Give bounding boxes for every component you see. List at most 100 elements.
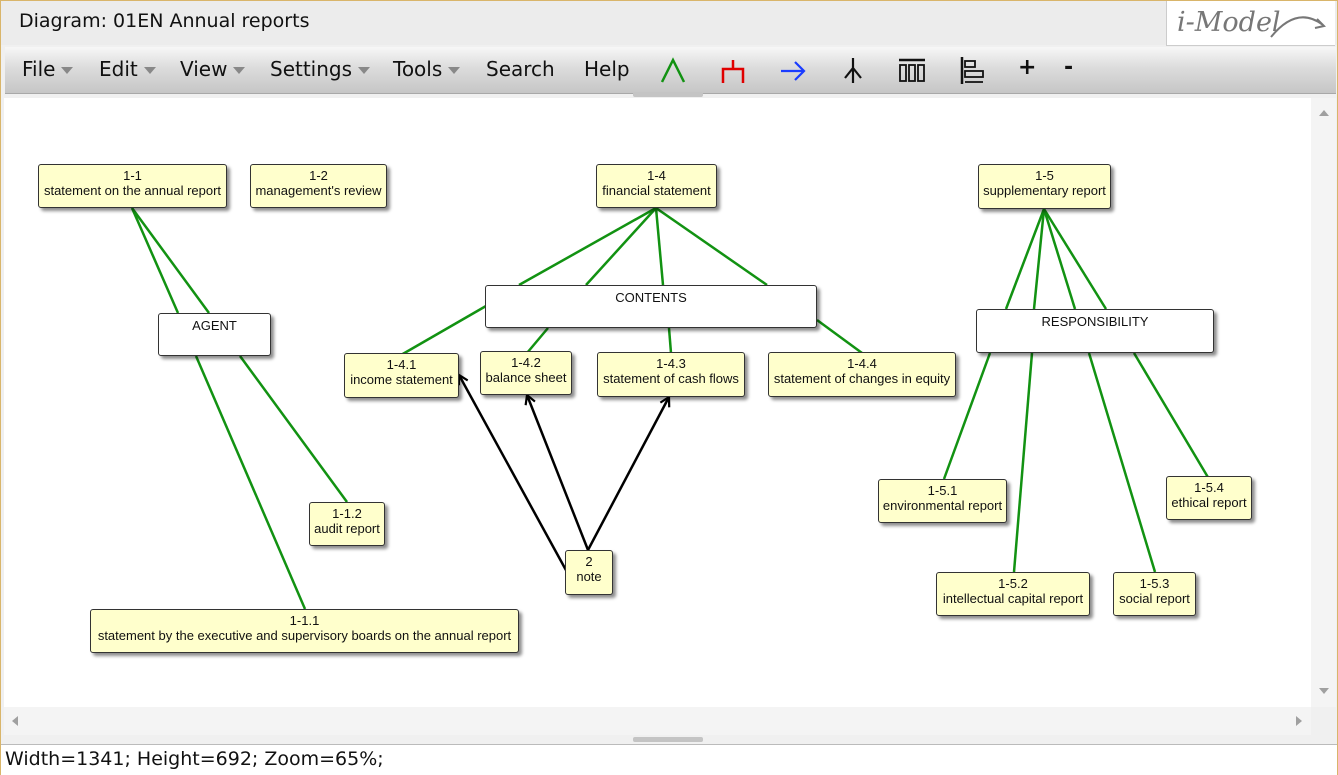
menu-edit[interactable]: Edit — [99, 57, 156, 81]
arrow-right-icon[interactable] — [778, 55, 808, 85]
node-label: supplementary report — [983, 183, 1106, 198]
menu-bar: File Edit View Settings Tools Search Hel… — [5, 47, 1336, 94]
node-id: 1-4.1 — [386, 357, 417, 372]
node-1-5-2[interactable]: 1-5.2 intellectual capital report — [936, 572, 1090, 616]
menu-file[interactable]: File — [22, 57, 74, 81]
chevron-down-icon — [143, 67, 156, 74]
arrow-note-cash-flows — [586, 397, 669, 551]
menu-help[interactable]: Help — [584, 57, 630, 81]
node-label: RESPONSIBILITY — [1041, 314, 1149, 329]
arrow-note-income-statement — [459, 375, 569, 573]
link-1-1-agent-b — [130, 207, 211, 314]
node-1-5[interactable]: 1-5 supplementary report — [978, 164, 1111, 209]
scroll-left-icon[interactable] — [12, 716, 18, 726]
link-contents-1-4-3 — [667, 327, 673, 354]
node-label: AGENT — [192, 318, 237, 333]
link-contents-1-4-4 — [816, 318, 863, 355]
node-id: 1-4 — [647, 168, 666, 183]
node-1-1[interactable]: 1-1 statement on the annual report — [38, 164, 227, 208]
scroll-arrows-horizontal — [12, 716, 1302, 726]
link-agent-1-1-2 — [238, 355, 349, 503]
link-resp-1-5-4 — [1132, 352, 1211, 480]
scroll-up-icon[interactable] — [1319, 110, 1329, 116]
node-label: audit report — [314, 521, 380, 536]
title-bar: Diagram: 01EN Annual reports i-Model — [1, 1, 1337, 46]
node-2-note[interactable]: 2 note — [565, 550, 613, 595]
scroll-arrows — [1319, 110, 1329, 694]
node-1-5-3[interactable]: 1-5.3 social report — [1113, 572, 1196, 616]
node-label: CONTENTS — [615, 290, 687, 305]
horizontal-scrollbar[interactable] — [4, 707, 1311, 735]
link-1-5-resp-b — [1032, 208, 1046, 310]
arrow-note-balance-sheet — [527, 395, 590, 551]
splitter-handle-bottom[interactable] — [633, 737, 703, 742]
node-label: management's review — [255, 183, 382, 198]
link-resp-1-5-2 — [1012, 352, 1034, 573]
node-label: social report — [1119, 591, 1190, 606]
menu-view-label: View — [180, 57, 228, 81]
node-1-4-2[interactable]: 1-4.2 balance sheet — [480, 351, 572, 395]
menu-tools[interactable]: Tools — [393, 57, 461, 81]
node-id: 1-5.3 — [1139, 576, 1170, 591]
link-resp-1-5-1 — [942, 352, 992, 480]
node-id: 1-5.4 — [1194, 480, 1224, 495]
link-1-4-contents-a — [518, 206, 657, 287]
scroll-down-icon[interactable] — [1319, 688, 1329, 694]
node-label: statement of cash flows — [603, 371, 739, 386]
chevron-down-icon — [358, 67, 371, 74]
link-resp-1-5-3 — [1087, 352, 1157, 573]
node-id: 2 — [585, 554, 593, 569]
menu-view[interactable]: View — [180, 57, 246, 81]
vertical-scrollbar[interactable] — [1311, 98, 1336, 707]
node-id: 1-1.1 — [289, 613, 320, 628]
menu-search[interactable]: Search — [486, 57, 555, 81]
menu-settings-label: Settings — [270, 57, 353, 81]
align-left-icon[interactable] — [958, 55, 988, 85]
node-1-4-3[interactable]: 1-4.3 statement of cash flows — [597, 352, 745, 397]
zoom-out-button[interactable]: - — [1064, 55, 1074, 80]
i-model-logo: i-Model — [1166, 1, 1335, 46]
node-1-2[interactable]: 1-2 management's review — [250, 164, 387, 208]
node-label: intellectual capital report — [942, 591, 1084, 606]
link-1-5-resp-a — [1004, 208, 1046, 310]
node-1-4[interactable]: 1-4 financial statement — [596, 164, 717, 208]
node-label: statement of changes in equity — [773, 371, 951, 386]
node-1-5-4[interactable]: 1-5.4 ethical report — [1166, 476, 1252, 520]
link-contents-1-4-2 — [526, 327, 549, 354]
node-id: 1-1 — [123, 168, 142, 183]
columns-icon[interactable] — [897, 55, 927, 85]
link-layer — [130, 206, 1211, 610]
zoom-in-button[interactable]: + — [1018, 55, 1037, 80]
node-id: 1-1.2 — [332, 506, 362, 521]
node-responsibility[interactable]: RESPONSIBILITY — [976, 309, 1214, 353]
diagram-title: Diagram: 01EN Annual reports — [19, 10, 310, 32]
node-id: 1-5.2 — [998, 576, 1028, 591]
splitter-handle-top[interactable] — [633, 92, 703, 97]
node-label: financial statement — [602, 183, 711, 198]
node-agent[interactable]: AGENT — [158, 313, 271, 356]
node-id: 1-5 — [1035, 168, 1054, 183]
node-contents[interactable]: CONTENTS — [485, 285, 817, 328]
node-label: environmental report — [882, 498, 1003, 513]
scroll-right-icon[interactable] — [1296, 716, 1302, 726]
node-label: balance sheet — [485, 370, 567, 385]
tree-up-icon[interactable] — [658, 55, 688, 85]
link-agent-1-1-1 — [194, 355, 307, 610]
node-label: income statement — [350, 372, 453, 387]
link-1-4-contents-d — [655, 206, 768, 287]
node-id: 1-4.3 — [656, 356, 686, 371]
node-1-1-1[interactable]: 1-1.1 statement by the executive and sup… — [90, 609, 519, 653]
node-1-5-1[interactable]: 1-5.1 environmental report — [878, 479, 1007, 523]
org-chart-icon[interactable] — [718, 55, 748, 85]
link-1-5-resp-c — [1042, 208, 1077, 310]
tree-down-icon[interactable] — [838, 55, 868, 85]
diagram-canvas[interactable]: 1-1 statement on the annual report 1-2 m… — [4, 98, 1311, 707]
menu-settings[interactable]: Settings — [270, 57, 371, 81]
logo-swoosh-icon — [1270, 16, 1326, 38]
node-id: 1-4.2 — [511, 355, 541, 370]
node-1-1-2[interactable]: 1-1.2 audit report — [309, 502, 385, 546]
chevron-down-icon — [233, 67, 246, 74]
node-1-4-4[interactable]: 1-4.4 statement of changes in equity — [768, 352, 956, 397]
menu-file-label: File — [22, 57, 56, 81]
node-1-4-1[interactable]: 1-4.1 income statement — [344, 353, 459, 398]
